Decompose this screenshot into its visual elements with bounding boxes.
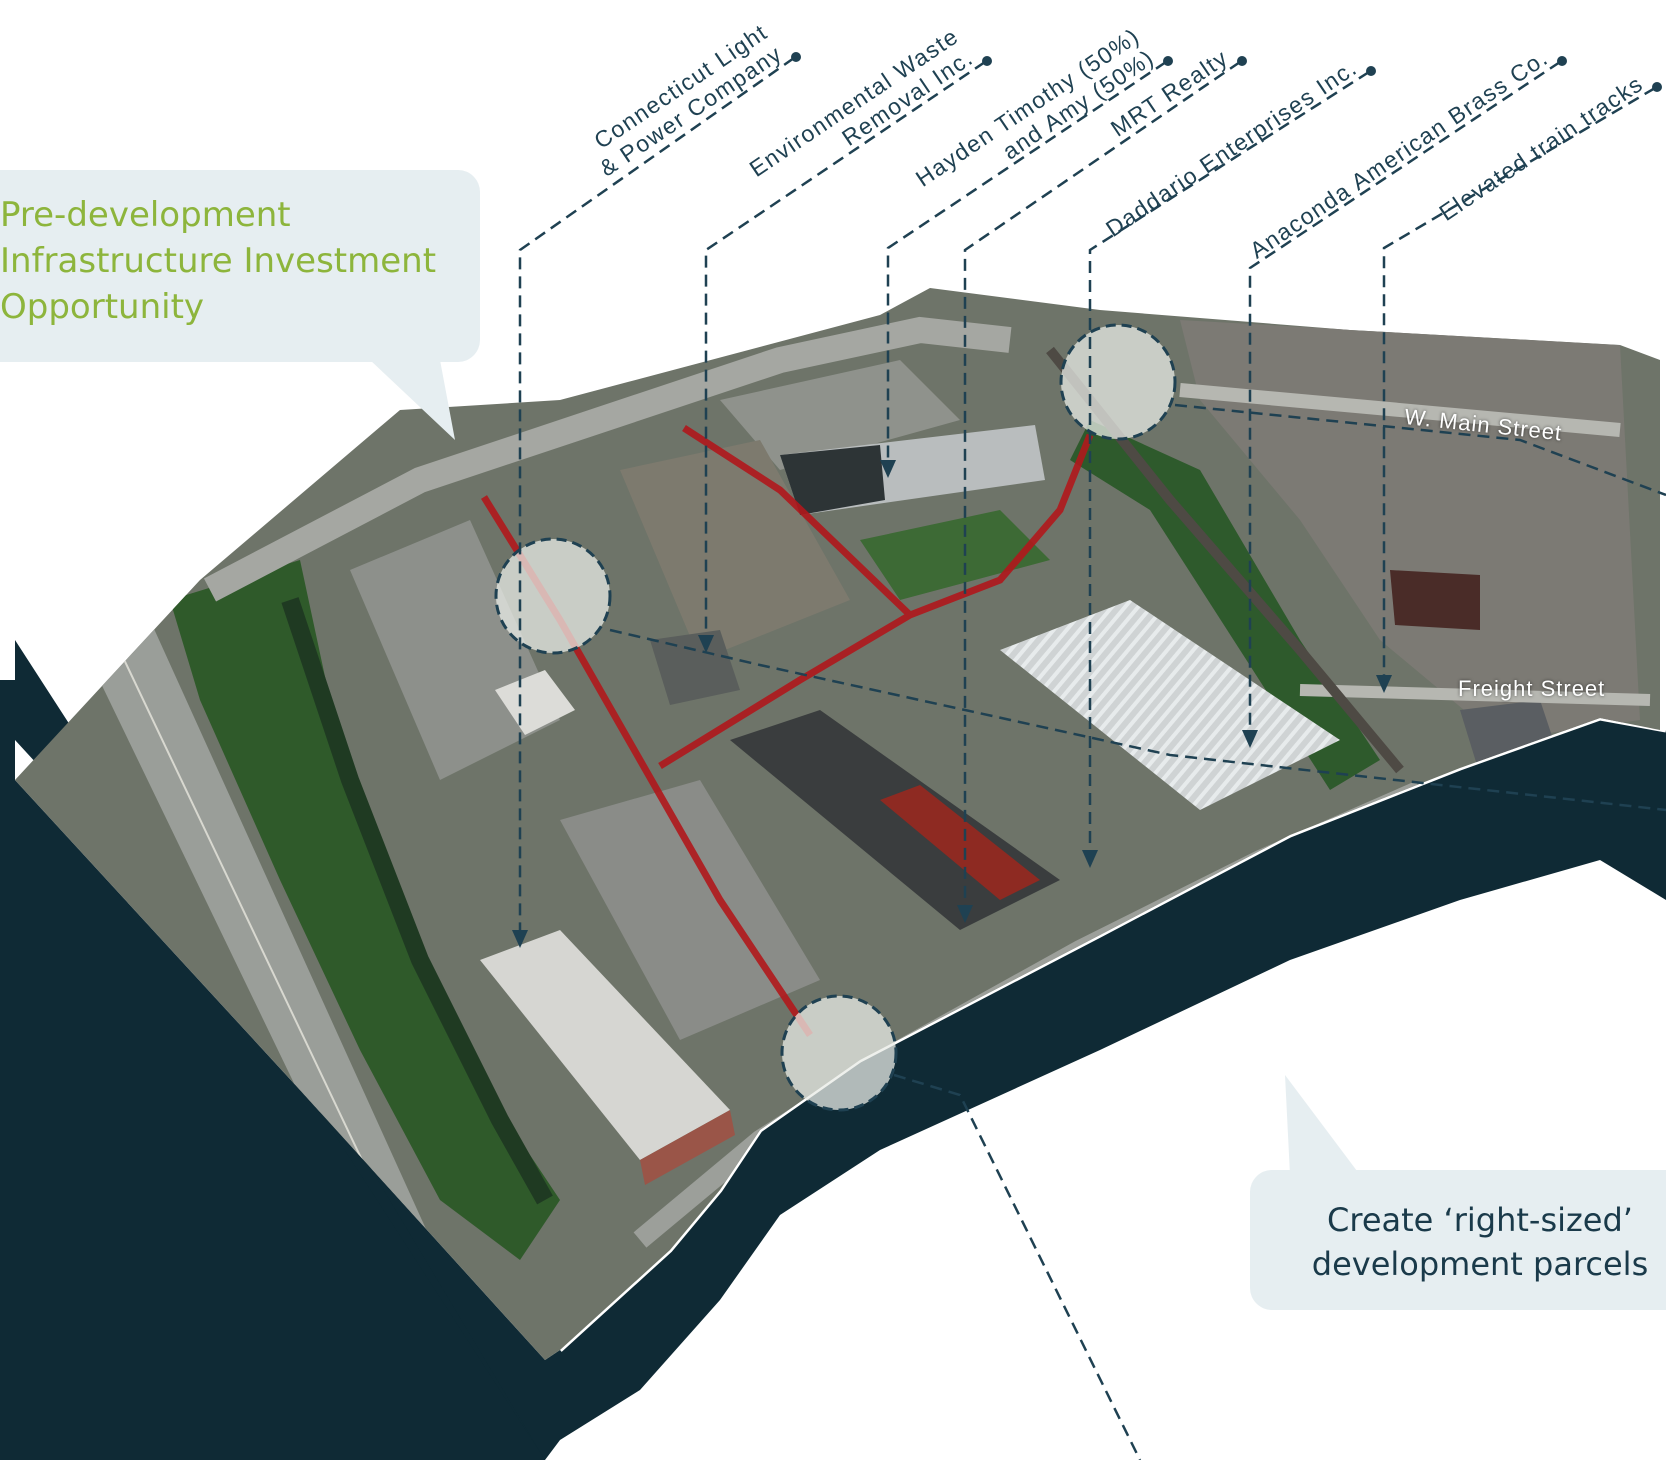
leader-anaconda (1248, 60, 1561, 740)
building-clp (480, 930, 730, 1160)
parking-lot-south (560, 780, 820, 1040)
route-north (682, 425, 913, 618)
building-small-white (495, 670, 575, 735)
building-brass-co (1000, 600, 1340, 810)
intersection-nodes (494, 323, 1177, 1112)
parking-lot-north (720, 360, 960, 470)
owner-label-anaconda: Anaconda American Brass Co. (1245, 44, 1553, 263)
leader-clp (518, 56, 795, 940)
node-circle-south[interactable] (780, 994, 898, 1112)
leader-node-west (609, 628, 1666, 812)
node-circle-west[interactable] (494, 537, 612, 655)
callout-pre-tail (370, 360, 455, 440)
main-road (203, 316, 1012, 602)
leader-arrowheads (512, 460, 1392, 948)
leader-mrt (963, 60, 1241, 915)
node-circle-northeast[interactable] (1059, 323, 1177, 441)
leader-node-northeast-street (1174, 403, 1666, 497)
highway (80, 620, 440, 1260)
callout-right-sized-parcels: Create ‘right-sized’ development parcels (1250, 1170, 1666, 1310)
building-env-waste (650, 630, 740, 705)
callout-pre-development-text: Pre-development Infrastructure Investmen… (0, 195, 437, 327)
vacant-lot (620, 440, 850, 660)
owner-leader-lines (518, 56, 1666, 1460)
leader-elevated (1382, 86, 1656, 685)
block-base-left (0, 680, 545, 1460)
leader-daddario (1088, 70, 1370, 860)
route-central (658, 433, 1094, 769)
street-label-freight: Freight Street (1458, 676, 1606, 701)
callout-pre-development: Pre-development Infrastructure Investmen… (0, 170, 480, 362)
leader-node-south (893, 1073, 1142, 1460)
leader-env-waste (704, 60, 986, 645)
river-forest (170, 560, 560, 1260)
leader-dots (791, 52, 1662, 92)
callout-right-tail (1285, 1075, 1360, 1175)
leader-hayden (886, 60, 1167, 470)
parking-lot-west (350, 520, 560, 780)
callout-right-sized-text: Create ‘right-sized’ development parcels (1311, 1201, 1649, 1283)
